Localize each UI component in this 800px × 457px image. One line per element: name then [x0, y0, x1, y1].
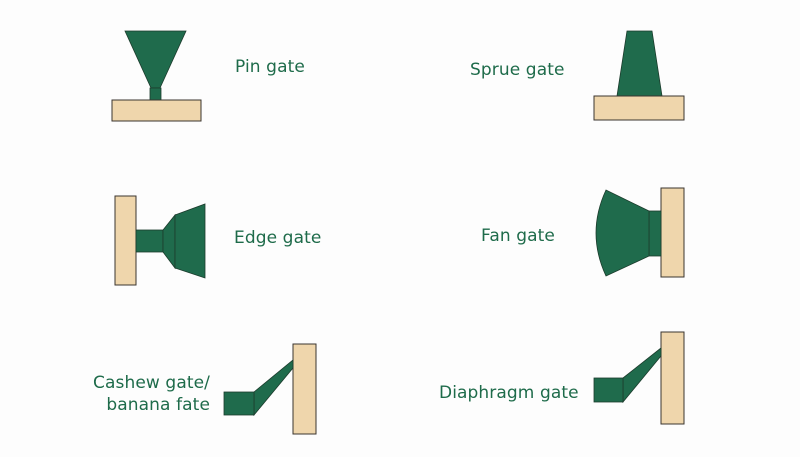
edge-gate-fan — [174, 203, 206, 279]
pin-gate-figure — [111, 30, 202, 122]
pin-gate-neck — [149, 87, 162, 101]
sprue-gate-trapezoid — [616, 30, 663, 97]
edge-gate-part — [114, 195, 137, 286]
edge-gate-transition — [162, 213, 176, 270]
fan-gate-part — [660, 187, 685, 278]
fan-gate-figure — [595, 187, 685, 278]
cashew-gate-figure — [223, 343, 317, 435]
cashew-gate-part — [292, 343, 317, 435]
fan-gate-label: Fan gate — [481, 226, 555, 246]
sprue-gate-label: Sprue gate — [470, 60, 565, 80]
cashew-gate-label: Cashew gate/ banana fate — [80, 372, 210, 416]
edge-gate-label: Edge gate — [234, 228, 322, 248]
edge-gate-figure — [114, 195, 206, 286]
diaphragm-gate-block — [593, 377, 624, 403]
cashew-gate-label-line1: Cashew gate/ — [93, 373, 210, 393]
pin-gate-cone — [124, 30, 187, 89]
sprue-gate-part — [593, 95, 685, 121]
diaphragm-gate-part — [660, 331, 685, 425]
cashew-gate-wedge — [253, 359, 294, 417]
diaphragm-gate-wedge — [622, 347, 662, 404]
fan-gate-neck — [648, 210, 662, 257]
pin-gate-part — [111, 99, 202, 122]
sprue-gate-figure — [593, 30, 685, 121]
edge-gate-runner — [135, 229, 164, 253]
diaphragm-gate-figure — [593, 331, 685, 425]
fan-gate-fan — [595, 189, 650, 277]
diaphragm-gate-label: Diaphragm gate — [439, 383, 579, 403]
pin-gate-label: Pin gate — [235, 57, 305, 77]
cashew-gate-block — [223, 391, 255, 416]
cashew-gate-label-line2: banana fate — [106, 395, 210, 415]
